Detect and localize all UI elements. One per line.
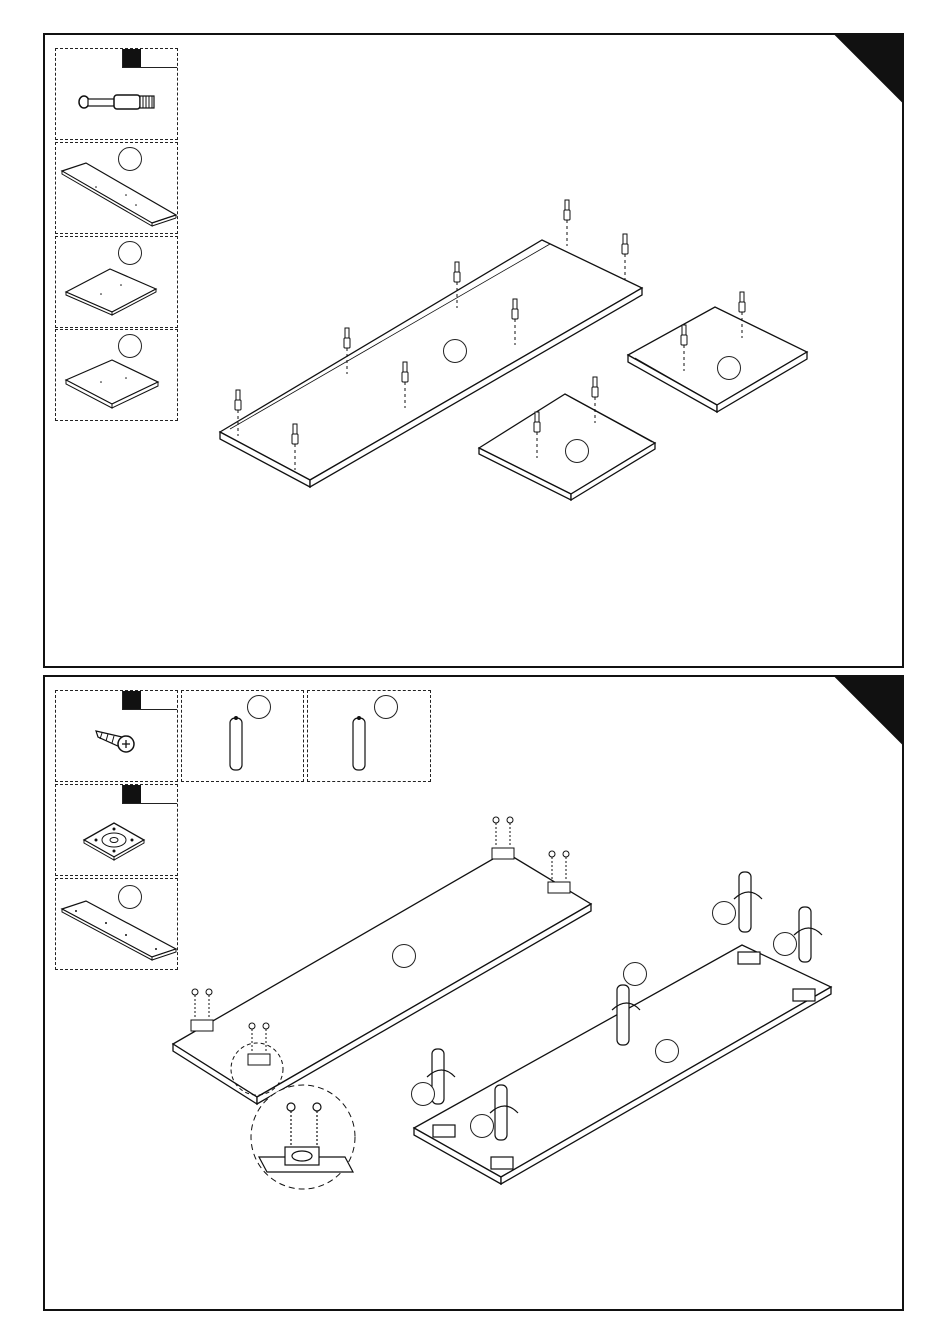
step-2-panel	[43, 675, 904, 1311]
panel-label-small	[717, 356, 741, 380]
leg-label-3	[773, 932, 797, 956]
panel-label-long	[443, 339, 467, 363]
leg-label-4	[411, 1082, 435, 1106]
step-1-illustration	[45, 35, 902, 666]
step-2-illustration	[45, 677, 902, 1309]
leg-label-2	[712, 901, 736, 925]
step-1-panel	[43, 33, 904, 668]
leg-label-1	[623, 962, 647, 986]
panel-label-right	[655, 1039, 679, 1063]
panel-label-medium	[565, 439, 589, 463]
panel-label-left	[392, 944, 416, 968]
zoom-detail-circle	[251, 1085, 355, 1189]
leg-label-5	[470, 1114, 494, 1138]
